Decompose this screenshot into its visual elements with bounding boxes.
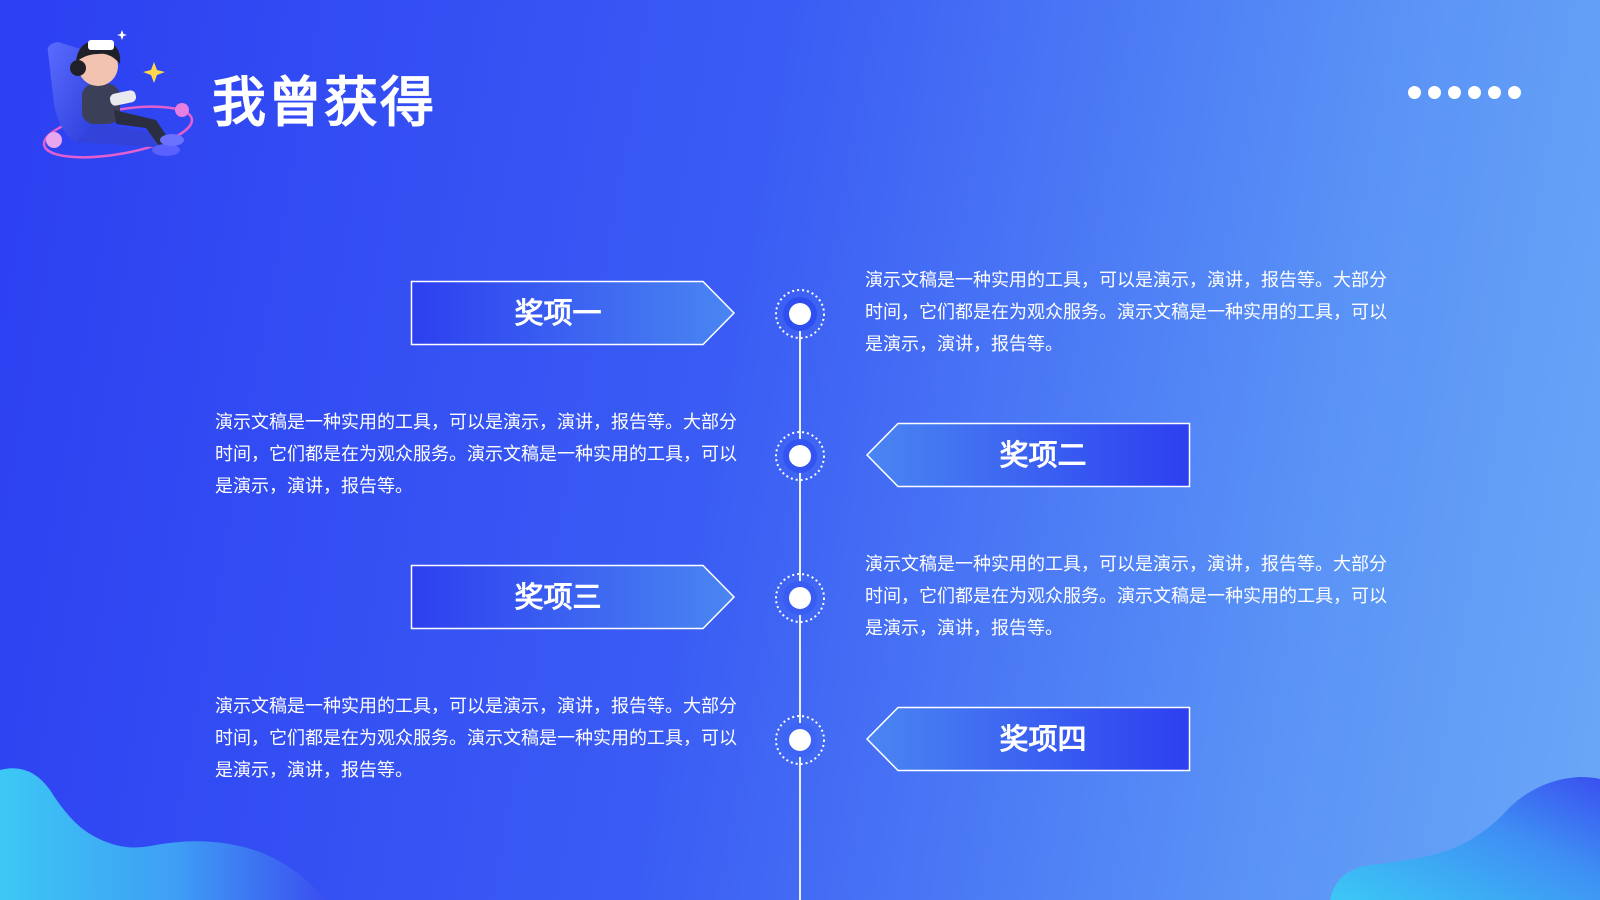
award-label: 奖项四 xyxy=(999,722,1087,756)
award-tag-3: 奖项三 xyxy=(410,564,736,630)
pagination-dots-icon xyxy=(1408,86,1521,99)
gamer-mascot-illustration xyxy=(42,30,194,159)
award-label: 奖项三 xyxy=(514,580,602,614)
award-label: 奖项一 xyxy=(514,296,602,330)
decorative-wave-right xyxy=(1330,777,1600,900)
award-description: 演示文稿是一种实用的工具，可以是演示，演讲，报告等。大部分时间，它们都是在为观众… xyxy=(215,412,737,497)
timeline-node-icon xyxy=(775,289,825,339)
page-title: 我曾获得 xyxy=(212,71,436,134)
award-tag-2: 奖项二 xyxy=(865,422,1191,488)
award-description: 演示文稿是一种实用的工具，可以是演示，演讲，报告等。大部分时间，它们都是在为观众… xyxy=(865,270,1387,355)
award-tag-1: 奖项一 xyxy=(410,280,736,346)
award-description: 演示文稿是一种实用的工具，可以是演示，演讲，报告等。大部分时间，它们都是在为观众… xyxy=(215,696,737,781)
timeline-node-icon xyxy=(775,715,825,765)
pagination-dot xyxy=(1468,86,1481,99)
pagination-dot xyxy=(1448,86,1461,99)
award-label: 奖项二 xyxy=(999,438,1087,472)
decorative-wave-left xyxy=(0,768,325,900)
pagination-dot xyxy=(1508,86,1521,99)
award-description: 演示文稿是一种实用的工具，可以是演示，演讲，报告等。大部分时间，它们都是在为观众… xyxy=(865,554,1387,639)
timeline-node-icon xyxy=(775,573,825,623)
pagination-dot xyxy=(1408,86,1421,99)
award-tag-4: 奖项四 xyxy=(865,706,1191,772)
pagination-dot xyxy=(1488,86,1501,99)
pagination-dot xyxy=(1428,86,1441,99)
timeline-node-icon xyxy=(775,431,825,481)
